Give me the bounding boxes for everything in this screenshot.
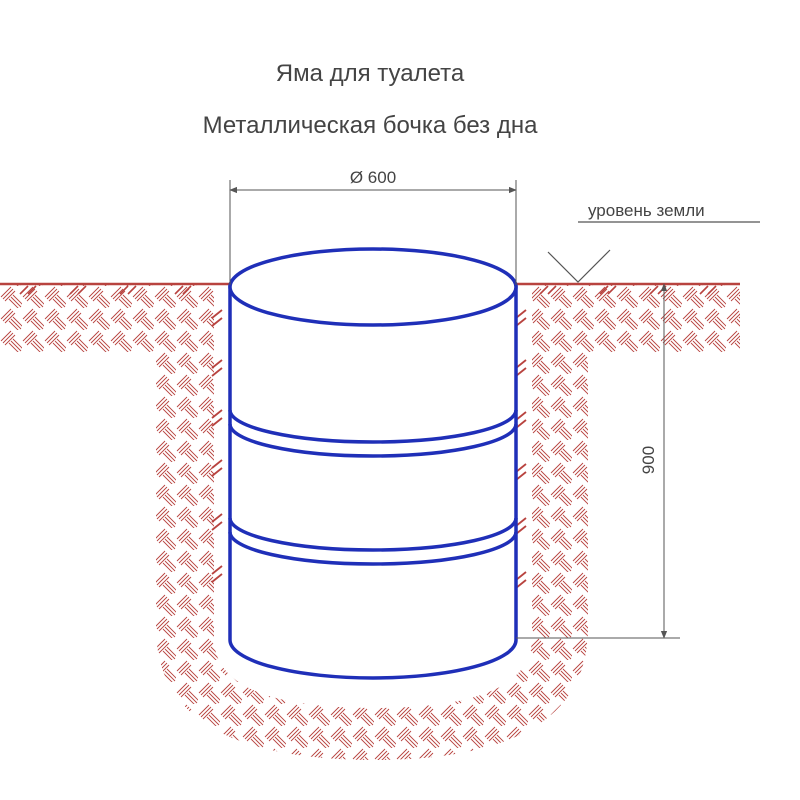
- soil-ground: [0, 284, 740, 760]
- pit-wall-ticks: [211, 309, 527, 589]
- diagram-subtitle: Металлическая бочка без дна: [202, 112, 538, 139]
- barrel-hoop-2b: [228, 531, 518, 566]
- barrel-hoop-2a: [228, 517, 518, 552]
- ground-level-label: уровень земли: [588, 201, 705, 220]
- diameter-dimension: [229, 180, 517, 285]
- depth-dimension: [516, 283, 680, 639]
- barrel-top-rim: [228, 247, 518, 327]
- barrel-hoop-1a: [228, 409, 518, 444]
- diameter-label: Ø 600: [350, 168, 396, 187]
- diagram-title: Яма для туалета: [275, 60, 465, 87]
- barrel-body: [228, 285, 518, 680]
- barrel: [228, 247, 518, 680]
- depth-label: 900: [639, 446, 658, 474]
- ground-level-marker: [547, 221, 760, 283]
- barrel-hoop-1b: [228, 423, 518, 458]
